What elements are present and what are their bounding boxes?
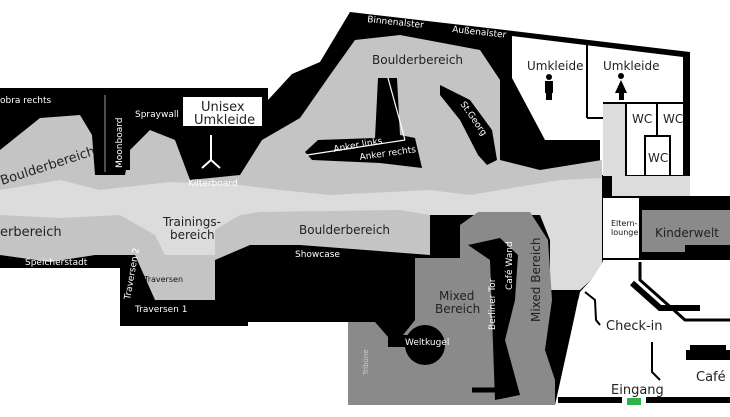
label-check-in: Check-in [606, 319, 663, 334]
training-path [0, 178, 602, 290]
anker-wall [305, 78, 422, 168]
label-moonboard: Moonboard [115, 118, 125, 168]
sofa-icon [686, 345, 730, 360]
unisex-umkleide-room [183, 97, 262, 126]
label-wc-1: WC [632, 112, 652, 126]
label-trainings: Trainings- [162, 215, 221, 229]
label-lounge: lounge [611, 228, 638, 237]
kinderwelt-area [642, 210, 730, 252]
label-mixed: Mixed [439, 289, 474, 303]
label-wc-3: WC [648, 151, 668, 165]
label-showcase: Showcase [295, 250, 340, 260]
kilterboard-wall [190, 126, 236, 172]
label-cafe: Café [696, 370, 726, 385]
label-unisex: Unisex [201, 100, 245, 115]
label-boulderbereich-top: Boulderbereich [372, 53, 463, 67]
label-traversen-1: Traversen 1 [134, 305, 187, 315]
label-eltern: Eltern- [611, 219, 638, 228]
label-umkleide-men: Umkleide [527, 59, 583, 73]
label-traversen: Traversen [143, 275, 183, 284]
label-cafe-wand: Café Wand [504, 241, 515, 290]
label-eingang: Eingang [611, 383, 664, 398]
kilterboard-icon [201, 135, 221, 169]
label-bereich: bereich [170, 228, 215, 242]
male-icon [545, 74, 553, 100]
label-boulderbereich-center: Boulderbereich [299, 223, 390, 237]
emergency-exit-sign-icon [627, 398, 641, 405]
moonboard-wall [98, 98, 130, 170]
label-speicherstadt: Speicherstadt [25, 258, 88, 268]
st-georg-wall [440, 85, 497, 165]
label-umkleide-women: Umkleide [603, 59, 659, 73]
elternlounge-room [603, 198, 639, 258]
label-kilterboard: Kilterboard [188, 179, 238, 189]
female-icon [615, 73, 627, 100]
label-spraywall: Spraywall [135, 110, 179, 120]
label-kobra-rechts: obra rechts [0, 96, 52, 106]
label-mixed-bereich-right: Mixed Bereich [529, 238, 543, 322]
label-mixed-bereich: Bereich [435, 302, 480, 316]
label-boulderbereich-left-lower: erbereich [0, 225, 62, 240]
umkleide-rooms [512, 36, 683, 175]
label-unisex-umkleide: Umkleide [194, 113, 255, 128]
label-wc-2: WC [663, 112, 683, 126]
label-kinderwelt: Kinderwelt [655, 226, 719, 240]
label-weltkugel: Weltkugel [405, 338, 449, 348]
label-tribune: Tribüne [362, 349, 370, 376]
label-berliner-tor: Berliner Tor [488, 278, 498, 330]
